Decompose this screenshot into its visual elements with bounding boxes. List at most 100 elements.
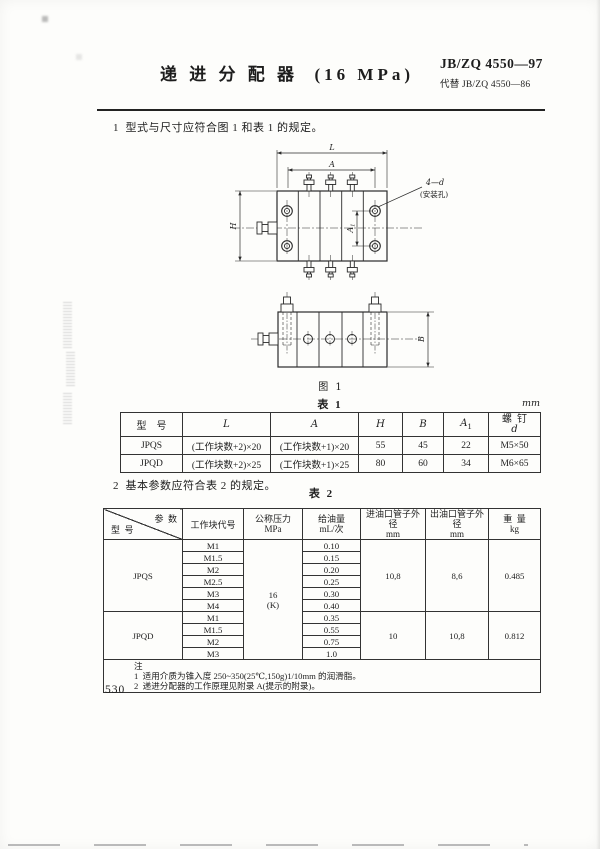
scan-speck <box>42 16 48 22</box>
cell-A: (工作块数+1)×20 <box>270 436 359 455</box>
dimension-label-L: L <box>328 143 334 152</box>
cell-block: M1.5 <box>182 551 244 564</box>
cell-A1: 34 <box>443 454 489 473</box>
cell-block: M1.5 <box>182 623 244 636</box>
table-1-unit: mm <box>522 398 541 409</box>
cell-B: 45 <box>402 436 444 455</box>
page-title: 递 进 分 配 器 (16 MPa) <box>160 65 415 84</box>
col-header-model: 型 号 <box>120 412 183 437</box>
table-1-caption: 表 1 <box>317 399 343 411</box>
note-1: 1 适用介质为锥入度 250~350(25℃,150g)1/10mm 的润滑脂。 <box>134 671 361 681</box>
cell-screw: M6×65 <box>488 454 541 473</box>
col-header-L: L <box>182 412 271 437</box>
dimension-label-A: A <box>328 160 335 169</box>
cell-weight: 0.485 <box>488 539 541 612</box>
cell-weight: 0.812 <box>488 611 541 660</box>
cell-model: JPQS <box>120 436 183 455</box>
col-header-block-code: 工作块代号 <box>182 508 244 540</box>
cell-oil: 0.25 <box>302 575 361 588</box>
dimension-label-B: B <box>417 336 426 343</box>
scan-bottom-edge <box>8 844 528 846</box>
page-number: 530 <box>105 684 126 696</box>
scan-artifact <box>66 352 75 386</box>
cell-oil: 0.30 <box>302 587 361 600</box>
table-row: JPQD (工作块数+2)×25 (工作块数+1)×25 80 60 34 M6… <box>120 454 541 473</box>
cell-oil: 0.75 <box>302 635 361 648</box>
cell-block: M4 <box>182 599 244 612</box>
cell-screw: M5×50 <box>488 436 541 455</box>
header-rule <box>97 109 545 111</box>
figure-top-view <box>232 150 423 281</box>
figure-caption: 图 1 <box>318 381 344 393</box>
standard-code: JB/ZQ 4550—97 <box>440 56 543 71</box>
cell-oil: 0.10 <box>302 539 361 552</box>
cell-model-jpqd: JPQD <box>103 611 183 660</box>
table-row: M2 0.75 <box>104 635 541 648</box>
cell-oil: 0.55 <box>302 623 361 636</box>
scan-artifact <box>63 302 72 348</box>
cell-pressure: 16(K) <box>243 539 303 660</box>
cell-oil: 0.40 <box>302 599 361 612</box>
cell-block: M1 <box>182 539 244 552</box>
col-header-H: H <box>358 412 403 437</box>
cell-H: 80 <box>358 454 403 473</box>
table-notes-row: 注 1 适用介质为锥入度 250~350(25℃,150g)1/10mm 的润滑… <box>103 659 541 693</box>
section-1-text: 1 型式与尺寸应符合图 1 和表 1 的规定。 <box>113 122 323 134</box>
cell-block: M1 <box>182 611 244 624</box>
cell-H: 55 <box>358 436 403 455</box>
table-row: JPQD M1 0.35 10 10,8 0.812 <box>103 611 541 660</box>
cell-outlet: 8,6 <box>425 539 489 612</box>
col-header-A: A <box>270 412 359 437</box>
figure-1-drawing: L A H A1 4—d (安装孔) B 图 1 <box>229 143 448 393</box>
table-row: JPQS (工作块数+2)×20 (工作块数+1)×20 55 45 22 M5… <box>120 436 541 455</box>
cell-block: M2 <box>182 635 244 648</box>
cell-block: M2.5 <box>182 575 244 588</box>
cell-outlet: 10,8 <box>425 611 489 660</box>
cell-A1: 22 <box>443 436 489 455</box>
table-row: M2.5 0.25 <box>104 575 541 588</box>
scan-speck <box>76 54 82 60</box>
cell-L: (工作块数+2)×25 <box>182 454 271 473</box>
table-row: JPQS M1 16(K) 0.10 10,8 8,6 0.485 <box>103 539 541 660</box>
figure-front-view <box>251 291 434 368</box>
section-2-text: 2 基本参数应符合表 2 的规定。 <box>113 480 276 492</box>
cell-model: JPQD <box>120 454 183 473</box>
cell-model-jpqs: JPQS <box>103 539 183 612</box>
col-header-B: B <box>402 412 444 437</box>
table-row: M3 0.30 <box>104 587 541 600</box>
cell-inlet: 10,8 <box>360 539 426 612</box>
cell-block: M3 <box>182 647 244 660</box>
cell-block: M3 <box>182 587 244 600</box>
dimension-label-H: H <box>229 221 238 230</box>
cell-oil: 0.20 <box>302 563 361 576</box>
scan-artifact <box>63 392 72 424</box>
dimension-label-A1: A1 <box>346 223 357 233</box>
table-row: M1.5 0.15 <box>104 551 541 564</box>
note-2: 2 递进分配器的工作原理见附录 A(提示的附录)。 <box>134 681 320 691</box>
cell-L: (工作块数+2)×20 <box>182 436 271 455</box>
callout-mounting-holes: 4—d <box>425 178 444 187</box>
cell-inlet: 10 <box>360 611 426 660</box>
cell-oil: 0.15 <box>302 551 361 564</box>
table-2-caption: 表 2 <box>308 488 335 500</box>
cell-oil: 0.35 <box>302 611 361 624</box>
cell-block: M2 <box>182 563 244 576</box>
cell-A: (工作块数+1)×25 <box>270 454 359 473</box>
replaces-note: 代替 JB/ZQ 4550—86 <box>440 80 531 90</box>
scan-right-edge <box>596 0 600 849</box>
note-label: 注 <box>134 661 143 671</box>
notes-cell: 注 1 适用介质为锥入度 250~350(25℃,150g)1/10mm 的润滑… <box>103 659 541 693</box>
col-header-model-param: 参 数 型 号 <box>103 508 183 540</box>
table-row: M1.5 0.55 <box>104 623 541 636</box>
